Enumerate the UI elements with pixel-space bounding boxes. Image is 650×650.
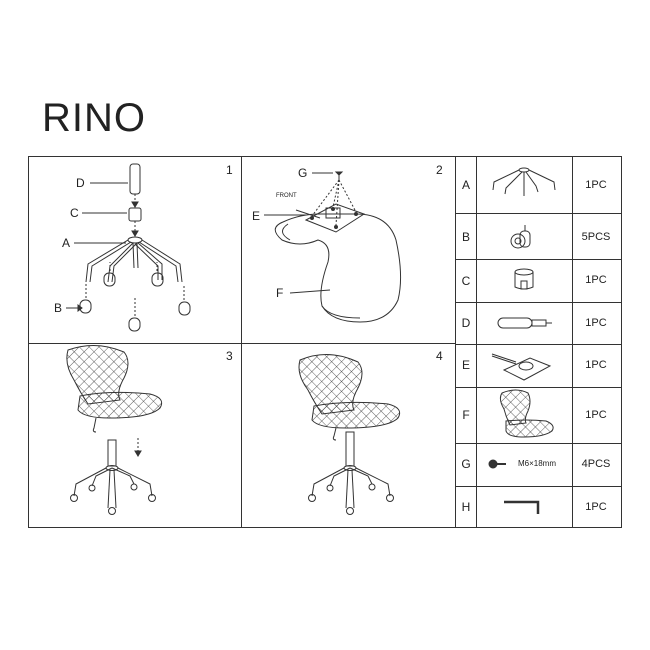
part-quantity: 5PCS bbox=[581, 231, 611, 243]
divider bbox=[28, 343, 455, 344]
step-number: 4 bbox=[436, 349, 443, 363]
step-number: 1 bbox=[226, 163, 233, 177]
part-label-c: C bbox=[70, 206, 79, 220]
step-number: 3 bbox=[226, 349, 233, 363]
divider bbox=[572, 156, 573, 528]
instruction-frame bbox=[28, 156, 622, 528]
part-label-e: E bbox=[252, 209, 261, 223]
part-letter: B bbox=[461, 230, 470, 244]
part-letter: D bbox=[461, 316, 471, 330]
part-quantity: 1PC bbox=[585, 274, 607, 286]
part-quantity: 1PC bbox=[585, 317, 607, 329]
divider bbox=[455, 302, 622, 303]
seat-shell-icon bbox=[499, 389, 554, 438]
part-letter: G bbox=[461, 457, 471, 471]
divider bbox=[455, 259, 622, 260]
divider bbox=[476, 156, 477, 528]
part-label-d: D bbox=[76, 176, 85, 190]
allen-key-icon bbox=[504, 500, 540, 514]
bolt-icon bbox=[488, 459, 506, 469]
part-quantity: 1PC bbox=[585, 179, 607, 191]
part-quantity: 1PC bbox=[585, 409, 607, 421]
part-label-f: F bbox=[276, 286, 284, 300]
divider bbox=[241, 156, 242, 528]
divider bbox=[455, 156, 456, 528]
bolt-spec: M6×18mm bbox=[518, 459, 557, 468]
part-letter: F bbox=[462, 408, 470, 422]
gas-lift-icon bbox=[497, 317, 552, 329]
base-cover-icon bbox=[514, 268, 534, 290]
step-number: 2 bbox=[436, 163, 443, 177]
part-letter: E bbox=[461, 358, 470, 372]
part-letter: A bbox=[461, 178, 470, 192]
divider bbox=[455, 344, 622, 345]
front-label: FRONT bbox=[276, 193, 297, 199]
divider bbox=[455, 486, 622, 487]
divider bbox=[455, 213, 622, 214]
divider bbox=[455, 443, 622, 444]
part-label-b: B bbox=[54, 301, 63, 315]
divider bbox=[455, 387, 622, 388]
caster-wheel-icon bbox=[510, 225, 531, 249]
part-quantity: 1PC bbox=[585, 359, 607, 371]
part-letter: H bbox=[461, 500, 471, 514]
page-title: RINO bbox=[42, 96, 146, 140]
part-quantity: 4PCS bbox=[581, 458, 611, 470]
part-letter: C bbox=[461, 274, 471, 288]
part-label-g: G bbox=[298, 166, 308, 180]
part-label-a: A bbox=[62, 236, 71, 250]
seat-mechanism-icon bbox=[491, 353, 552, 381]
part-quantity: 1PC bbox=[585, 501, 607, 513]
star-base-icon bbox=[492, 167, 556, 196]
